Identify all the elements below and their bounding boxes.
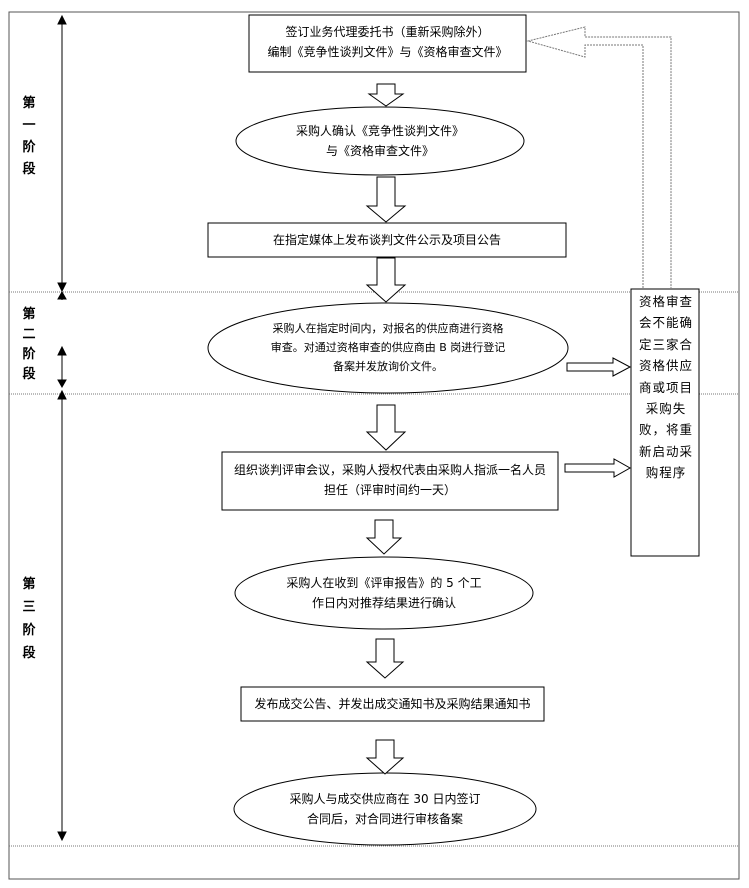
step-6-ellipse (234, 556, 534, 630)
step-6-text: 采购人在收到《评审报告》的 5 个工作日内对推荐结果进行确认 (286, 576, 482, 610)
step-4-text: 采购人在指定时间内，对报名的供应商进行资格审查。对通过资格审查的供应商由 B 岗… (270, 322, 506, 373)
stage-1-span-arrow (57, 14, 67, 293)
side-note-box (630, 288, 700, 557)
stage-3-label: 第三阶段 (22, 577, 36, 661)
stage-1-label: 第一阶段 (22, 96, 36, 177)
step-3-text: 在指定媒体上发布谈判文件公示及项目公告 (272, 233, 501, 247)
flow-arrow-4 (365, 404, 407, 451)
flow-arrow-3 (365, 257, 407, 303)
page-border (8, 11, 740, 880)
side-arrow-stage-2 (566, 357, 632, 377)
step-8-text: 采购人与成交供应商在 30 日内签订合同后，对合同进行审核备案 (289, 792, 481, 826)
step-7-box (240, 686, 545, 722)
flow-arrow-2 (365, 176, 407, 223)
step-4-ellipse (207, 302, 569, 394)
side-arrow-stage-3 (564, 458, 632, 478)
step-1-box (248, 14, 527, 73)
return-arrow-outline (526, 26, 672, 288)
step-7-text: 发布成交公告、并发出成交通知书及采购结果通知书 (254, 697, 531, 711)
flow-arrow-5 (365, 519, 403, 555)
flow-arrow-7 (365, 739, 405, 775)
step-3-box (207, 222, 567, 258)
stage-2-label: 第二阶段 (22, 307, 36, 382)
step-2-text: 采购人确认《竞争性谈判文件》与《资格审查文件》 (295, 124, 464, 158)
stage-3-span-arrow (57, 389, 67, 842)
flow-arrow-1 (367, 83, 405, 107)
step-5-box (221, 451, 559, 511)
step-2-ellipse (235, 106, 525, 176)
step-1-text: 签订业务代理委托书（重新采购除外）编制《竞争性谈判文件》与《资格审查文件》 (267, 25, 508, 59)
side-note-text: 资格审查会不能确定三家合资格供应商或项目采购失败，将重新启动采购程序 (638, 294, 693, 481)
step-5-text: 组织谈判评审会议，采购人授权代表由采购人指派一名人员担任（评审时间约一天） (233, 463, 546, 497)
stage-2-span-arrow (57, 290, 67, 389)
flow-arrow-6 (365, 638, 405, 679)
